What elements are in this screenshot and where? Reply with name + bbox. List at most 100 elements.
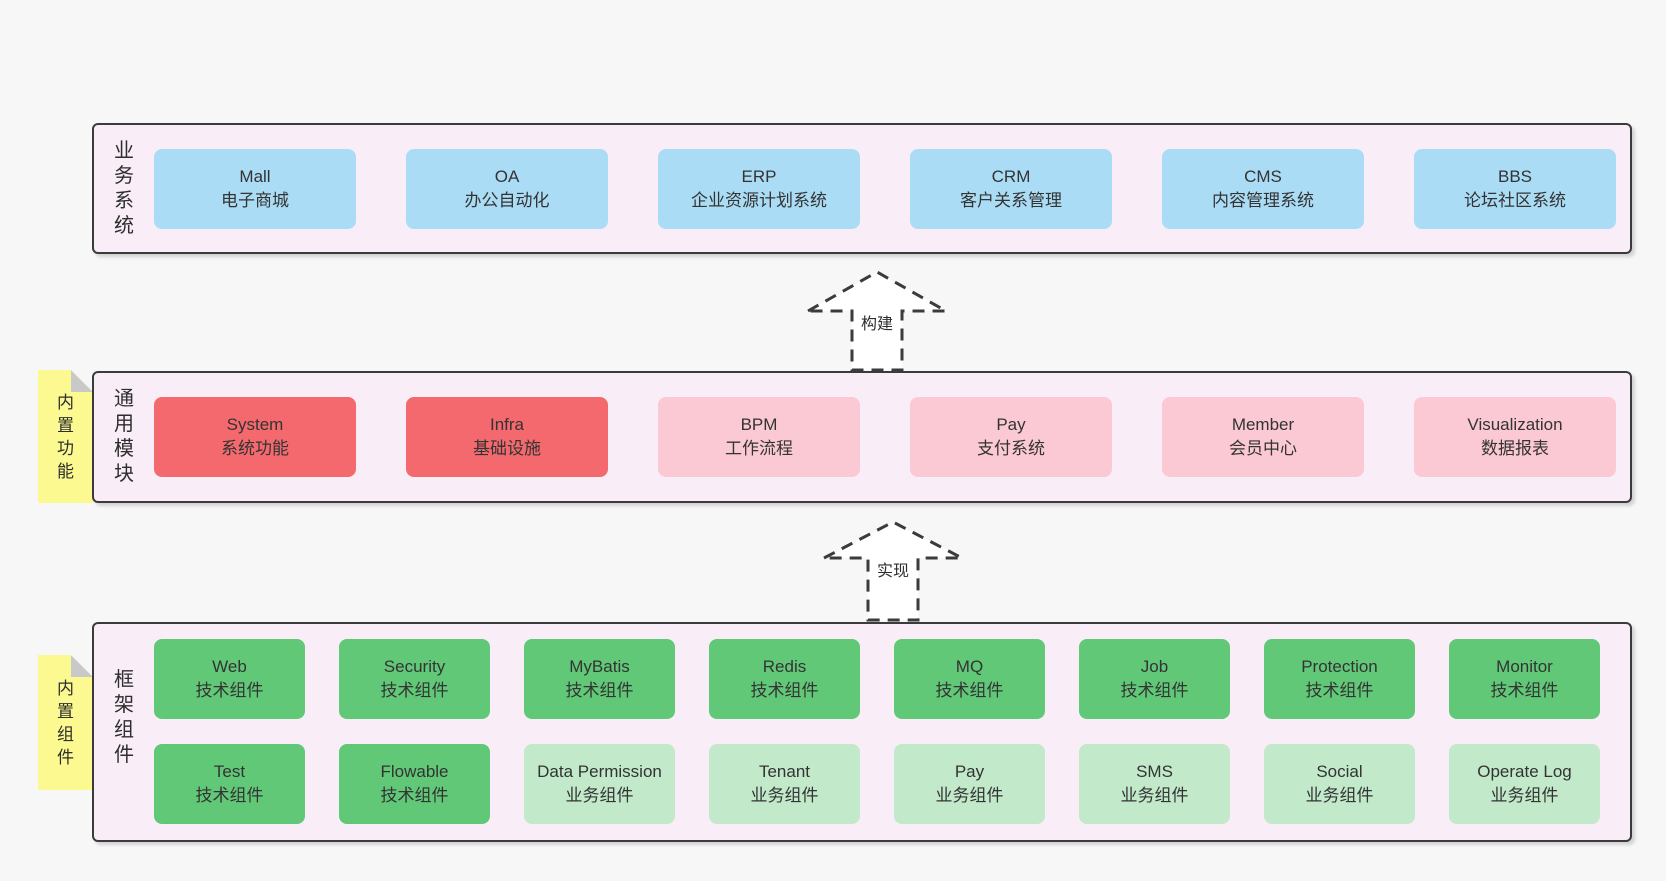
box-security: Security 技术组件 [339, 639, 490, 719]
band-label-text: 框架组件 [114, 669, 134, 766]
box-sms: SMS 业务组件 [1079, 744, 1230, 824]
box-title: MQ [955, 657, 984, 676]
box-operate-log: Operate Log 业务组件 [1449, 744, 1600, 824]
box-title: Mall [239, 166, 271, 186]
box-subtitle: 业务组件 [1120, 786, 1189, 805]
box-title: Monitor [1496, 657, 1553, 676]
band-framework-components: 框架组件 Web 技术组件 Security 技术组件 MyBatis 技术组件… [92, 622, 1632, 842]
box-subtitle: 业务组件 [1490, 786, 1559, 805]
implement-arrow-label: 实现 [873, 555, 913, 583]
box-mall: Mall 电子商城 [154, 148, 356, 229]
box-pay-system: Pay 支付系统 [910, 397, 1112, 477]
box-subtitle: 业务组件 [935, 786, 1004, 805]
box-subtitle: 企业资源计划系统 [691, 190, 827, 210]
box-title: Visualization [1467, 415, 1563, 434]
box-subtitle: 会员中心 [1229, 439, 1297, 458]
box-subtitle: 论坛社区系统 [1464, 190, 1566, 210]
band-label: 通用模块 [94, 373, 154, 501]
band-label-text: 业务系统 [114, 139, 134, 237]
box-subtitle: 技术组件 [380, 786, 449, 805]
box-subtitle: 工作流程 [725, 439, 793, 458]
box-subtitle: 技术组件 [195, 786, 264, 805]
band-row: Mall 电子商城 OA 办公自动化 ERP 企业资源计划系统 CRM 客户关系… [154, 125, 1616, 252]
box-mybatis: MyBatis 技术组件 [524, 639, 675, 719]
box-erp: ERP 企业资源计划系统 [658, 148, 860, 229]
box-title: Operate Log [1477, 762, 1572, 781]
box-pay-component: Pay 业务组件 [894, 744, 1045, 824]
band-label: 业务系统 [94, 125, 154, 252]
box-job: Job 技术组件 [1079, 639, 1230, 719]
build-arrow-label: 构建 [857, 308, 897, 336]
band-label-text: 通用模块 [114, 388, 134, 485]
box-title: Tenant [758, 762, 811, 781]
box-title: Protection [1301, 657, 1378, 676]
box-title: SMS [1136, 762, 1173, 781]
box-system: System 系统功能 [154, 397, 356, 477]
band-business-systems: 业务系统 Mall 电子商城 OA 办公自动化 ERP 企业资源计划系统 CRM… [92, 123, 1632, 254]
sticky-note-builtin-components: 内置组件 [38, 655, 93, 790]
box-subtitle: 业务组件 [1305, 786, 1374, 805]
box-title: OA [494, 166, 520, 186]
box-flowable: Flowable 技术组件 [339, 744, 490, 824]
box-title: Infra [489, 415, 525, 434]
box-subtitle: 数据报表 [1481, 439, 1549, 458]
box-subtitle: 技术组件 [935, 681, 1004, 700]
box-subtitle: 技术组件 [1305, 681, 1374, 700]
box-infra: Infra 基础设施 [406, 397, 608, 477]
grid-row-1: Web 技术组件 Security 技术组件 MyBatis 技术组件 Redi… [154, 639, 1600, 719]
box-subtitle: 技术组件 [1120, 681, 1189, 700]
box-title: CMS [1244, 166, 1282, 186]
box-protection: Protection 技术组件 [1264, 639, 1415, 719]
box-subtitle: 支付系统 [977, 439, 1045, 458]
box-web: Web 技术组件 [154, 639, 305, 719]
sticky-note-builtin-features: 内置功能 [38, 370, 93, 503]
box-title: Job [1140, 657, 1169, 676]
box-cms: CMS 内容管理系统 [1162, 148, 1364, 229]
box-bpm: BPM 工作流程 [658, 397, 860, 477]
box-title: Social [1316, 762, 1363, 781]
band-label: 框架组件 [94, 624, 154, 840]
box-title: Web [212, 657, 247, 676]
box-subtitle: 技术组件 [750, 681, 819, 700]
box-member: Member 会员中心 [1162, 397, 1364, 477]
box-title: Security [383, 657, 446, 676]
band-common-modules: 通用模块 System 系统功能 Infra 基础设施 BPM 工作流程 Pay… [92, 371, 1632, 503]
box-title: System [226, 415, 284, 434]
box-crm: CRM 客户关系管理 [910, 148, 1112, 229]
box-title: MyBatis [569, 657, 630, 676]
box-title: BPM [740, 415, 778, 434]
box-subtitle: 技术组件 [1490, 681, 1559, 700]
box-title: Redis [762, 657, 807, 676]
box-title: Member [1231, 415, 1295, 434]
box-subtitle: 技术组件 [565, 681, 634, 700]
box-mq: MQ 技术组件 [894, 639, 1045, 719]
box-subtitle: 基础设施 [473, 439, 541, 458]
box-social: Social 业务组件 [1264, 744, 1415, 824]
box-subtitle: 电子商城 [221, 190, 289, 210]
sticky-note-label: 内置组件 [57, 678, 74, 767]
box-subtitle: 客户关系管理 [960, 190, 1062, 210]
box-bbs: BBS 论坛社区系统 [1414, 148, 1616, 229]
box-subtitle: 技术组件 [380, 681, 449, 700]
box-title: Flowable [380, 762, 449, 781]
box-test: Test 技术组件 [154, 744, 305, 824]
box-monitor: Monitor 技术组件 [1449, 639, 1600, 719]
box-title: CRM [991, 166, 1031, 186]
band-grid: Web 技术组件 Security 技术组件 MyBatis 技术组件 Redi… [154, 624, 1600, 840]
box-tenant: Tenant 业务组件 [709, 744, 860, 824]
box-title: Data Permission [537, 762, 662, 781]
box-redis: Redis 技术组件 [709, 639, 860, 719]
box-title: ERP [741, 166, 777, 186]
grid-row-2: Test 技术组件 Flowable 技术组件 Data Permission … [154, 744, 1600, 824]
box-subtitle: 办公自动化 [464, 190, 550, 210]
box-title: Test [213, 762, 246, 781]
box-oa: OA 办公自动化 [406, 148, 608, 229]
box-subtitle: 业务组件 [750, 786, 819, 805]
box-title: BBS [1497, 166, 1533, 186]
box-data-permission: Data Permission 业务组件 [524, 744, 675, 824]
box-subtitle: 内容管理系统 [1212, 190, 1314, 210]
box-subtitle: 系统功能 [221, 439, 289, 458]
band-row: System 系统功能 Infra 基础设施 BPM 工作流程 Pay 支付系统… [154, 373, 1616, 501]
box-subtitle: 技术组件 [195, 681, 264, 700]
